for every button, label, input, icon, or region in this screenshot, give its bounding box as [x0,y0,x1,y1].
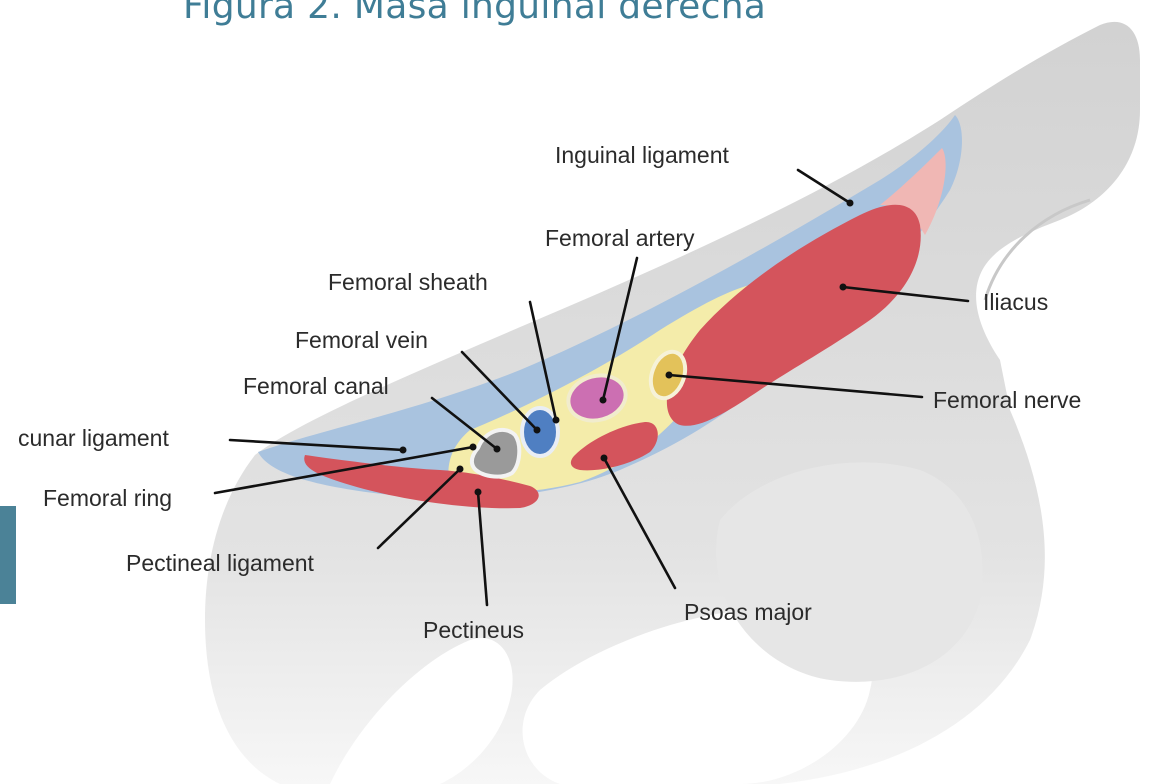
label-pectineal-ligament: Pectineal ligament [126,550,315,576]
label-femoral-ring: Femoral ring [43,485,172,511]
pointer-psoas-major [601,455,608,462]
pointer-femoral-canal [494,446,501,453]
label-femoral-artery: Femoral artery [545,225,695,251]
pointer-inguinal-ligament [847,200,854,207]
pointer-lacunar-ligament [400,447,407,454]
pointer-femoral-nerve [666,372,673,379]
pointer-femoral-sheath [553,417,560,424]
pointer-iliacus [840,284,847,291]
label-psoas-major: Psoas major [684,599,812,625]
label-femoral-vein: Femoral vein [295,327,428,353]
pointer-pectineus [475,489,482,496]
label-femoral-sheath: Femoral sheath [328,269,488,295]
pointer-femoral-ring [470,444,477,451]
pointer-pectineal-ligament [457,466,464,473]
label-femoral-canal: Femoral canal [243,373,389,399]
label-iliacus: Iliacus [983,289,1048,315]
label-lacunar-ligament: cunar ligament [18,425,169,451]
femoral-vein-structure [522,408,558,456]
label-femoral-nerve: Femoral nerve [933,387,1081,413]
pointer-femoral-vein [534,427,541,434]
label-inguinal-ligament: Inguinal ligament [555,142,730,168]
label-pectineus: Pectineus [423,617,524,643]
pointer-femoral-artery [600,397,607,404]
